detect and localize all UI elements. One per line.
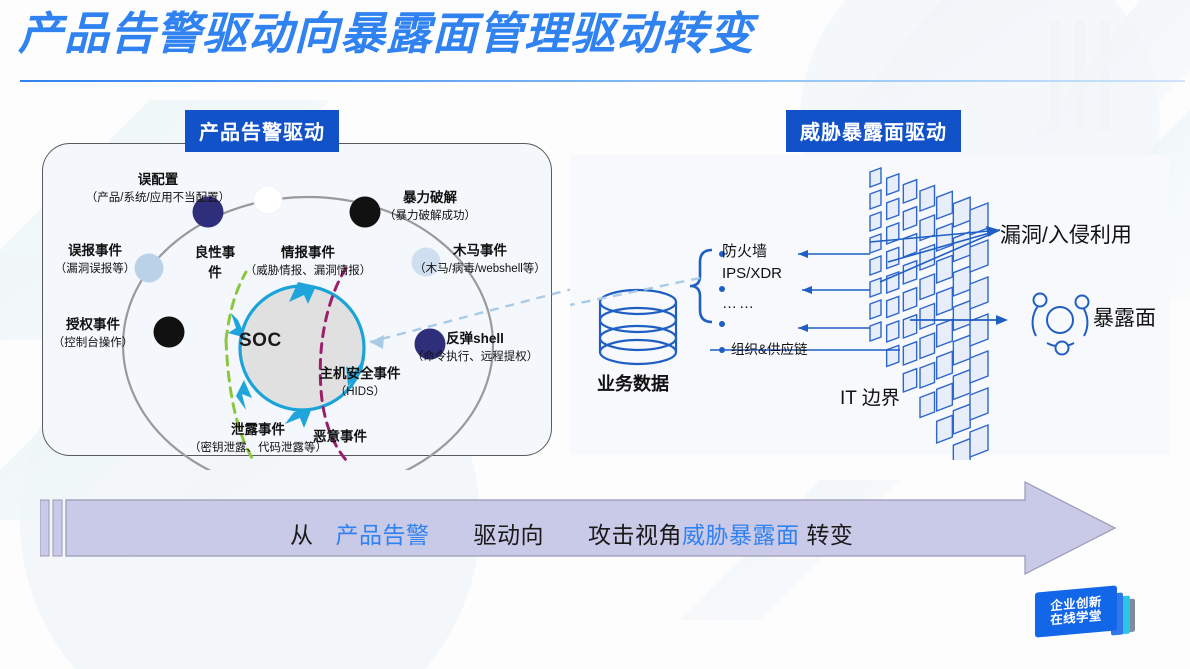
it-boundary-grid <box>869 167 989 460</box>
band-middle: 驱动向 <box>473 522 544 548</box>
band-highlight-product-alert: 产品告警 <box>335 522 430 548</box>
label-vuln-intrusion: 漏洞/入侵利用 <box>1000 224 1132 247</box>
label-host-security-event: 主机安全事件 （HIDS） <box>319 366 401 398</box>
label-bruteforce: 暴力破解 （暴力破解成功） <box>384 190 476 222</box>
bullet-firewall: 防火墙 <box>722 243 768 260</box>
database-icon <box>598 288 678 366</box>
title-underline <box>20 80 1185 82</box>
bullet-ellipsis: …… <box>722 295 756 312</box>
badge-threat-exposure-driven: 威胁暴露面驱动 <box>786 110 961 152</box>
label-false-positive: 误报事件 （漏洞误报等） <box>54 243 136 275</box>
label-intel-event: 情报事件 （威胁情报、漏洞情报） <box>244 245 372 277</box>
label-business-data: 业务数据 <box>597 374 669 394</box>
band-highlight-threat-exposure: 威胁暴露面 <box>682 522 800 548</box>
page-title: 产品告警驱动向暴露面管理驱动转变 <box>18 8 755 59</box>
transition-statement: 从产品告警 驱动向 攻击视角威胁暴露面 转变 <box>290 516 853 550</box>
label-misconfig: 误配置 （产品/系统/应用不当配置） <box>85 172 231 204</box>
band-suffix: 转变 <box>806 522 854 548</box>
event-dot-authorization <box>153 316 185 348</box>
label-attack-surface: 暴露面 <box>1093 307 1156 330</box>
bullet-supply-chain: 组织&供应链 <box>731 342 808 357</box>
badge-product-alert-driven: 产品告警驱动 <box>185 110 339 152</box>
attack-surface-icon <box>1031 292 1090 356</box>
band-prefix: 从 <box>290 522 314 548</box>
page-title-wrap: 产品告警驱动向暴露面管理驱动转变 <box>18 8 754 60</box>
label-authorization: 授权事件 （控制台操作） <box>52 317 134 349</box>
label-it-boundary: IT 边界 <box>840 388 900 409</box>
label-reverse-shell: 反弹shell （命令执行、远程提权） <box>411 331 539 363</box>
logo-face: 企业创新 在线学堂 <box>1035 585 1117 638</box>
band-attack-view: 攻击视角 <box>588 522 682 548</box>
logo-line-2: 在线学堂 <box>1050 608 1102 627</box>
bullet-ips-xdr: IPS/XDR <box>722 265 783 282</box>
it-boundary-diagram <box>570 167 1090 460</box>
brace-icon <box>689 248 713 324</box>
label-trojan: 木马事件 （木马/病毒/webshell等） <box>414 243 546 275</box>
label-leak-event: 泄露事件 （密钥泄露、代码泄露等） <box>189 422 327 454</box>
soc-center-label: SOC <box>239 330 282 351</box>
event-dot-white <box>253 185 283 215</box>
